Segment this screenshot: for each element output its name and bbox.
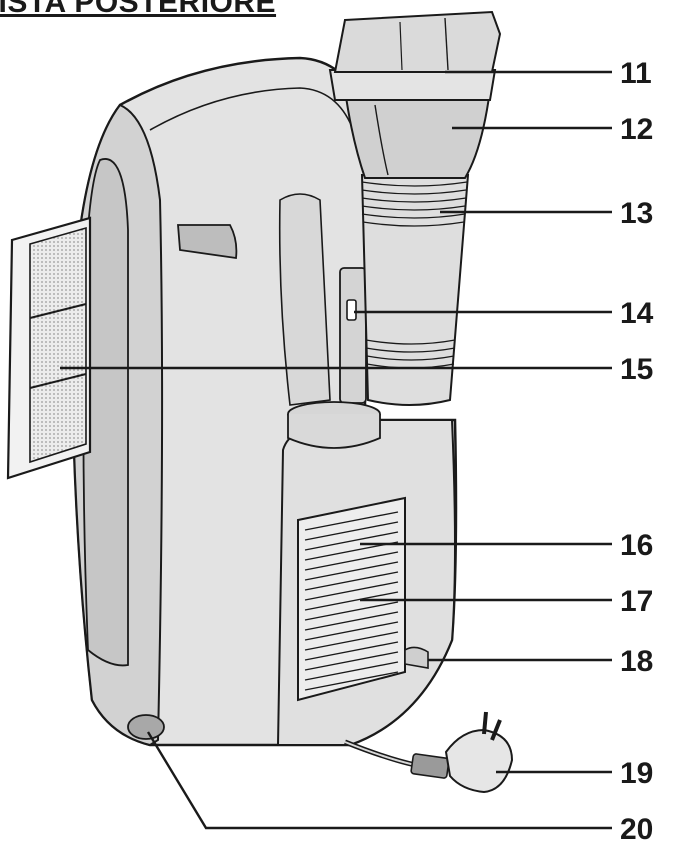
callout-14: 14 bbox=[620, 297, 654, 330]
hose-adapter bbox=[343, 89, 492, 179]
adapter-curve bbox=[374, 104, 389, 176]
callout-11: 11 bbox=[620, 57, 652, 90]
caster-wheel bbox=[127, 714, 165, 740]
exhaust-hose bbox=[360, 174, 470, 406]
drain-cap[interactable] bbox=[287, 414, 381, 449]
hose-mount-plate bbox=[339, 267, 367, 404]
housing-top-arc bbox=[149, 87, 356, 136]
callout-17: 17 bbox=[620, 585, 653, 618]
callout-18: 18 bbox=[620, 645, 653, 678]
window-nozzle bbox=[328, 69, 497, 101]
intake-grille bbox=[297, 496, 406, 702]
page-title: VISTA POSTERIORE bbox=[0, 0, 277, 19]
callout-16: 16 bbox=[620, 529, 653, 562]
handle-recess bbox=[177, 224, 238, 260]
power-plug[interactable] bbox=[444, 728, 514, 794]
mount-latch[interactable] bbox=[346, 299, 357, 321]
callout-12: 12 bbox=[620, 113, 653, 146]
plug-pin bbox=[482, 711, 488, 735]
leader-lines bbox=[60, 70, 612, 830]
hose-ribs-upper bbox=[361, 181, 468, 227]
grille-louvers bbox=[304, 511, 399, 691]
callout-15: 15 bbox=[620, 353, 653, 386]
callout-numbers: 11 12 13 14 15 16 17 18 19 20 bbox=[620, 57, 654, 846]
nozzle-top bbox=[333, 10, 502, 73]
back-recess bbox=[278, 193, 331, 406]
callout-19: 19 bbox=[620, 757, 653, 790]
air-filter-mesh bbox=[29, 226, 87, 464]
cord-strain-relief bbox=[410, 753, 450, 779]
leader-20 bbox=[146, 731, 612, 830]
cable-hook bbox=[404, 646, 429, 669]
callout-13: 13 bbox=[620, 197, 653, 230]
plug-pin bbox=[490, 719, 502, 741]
callout-20: 20 bbox=[620, 813, 653, 846]
